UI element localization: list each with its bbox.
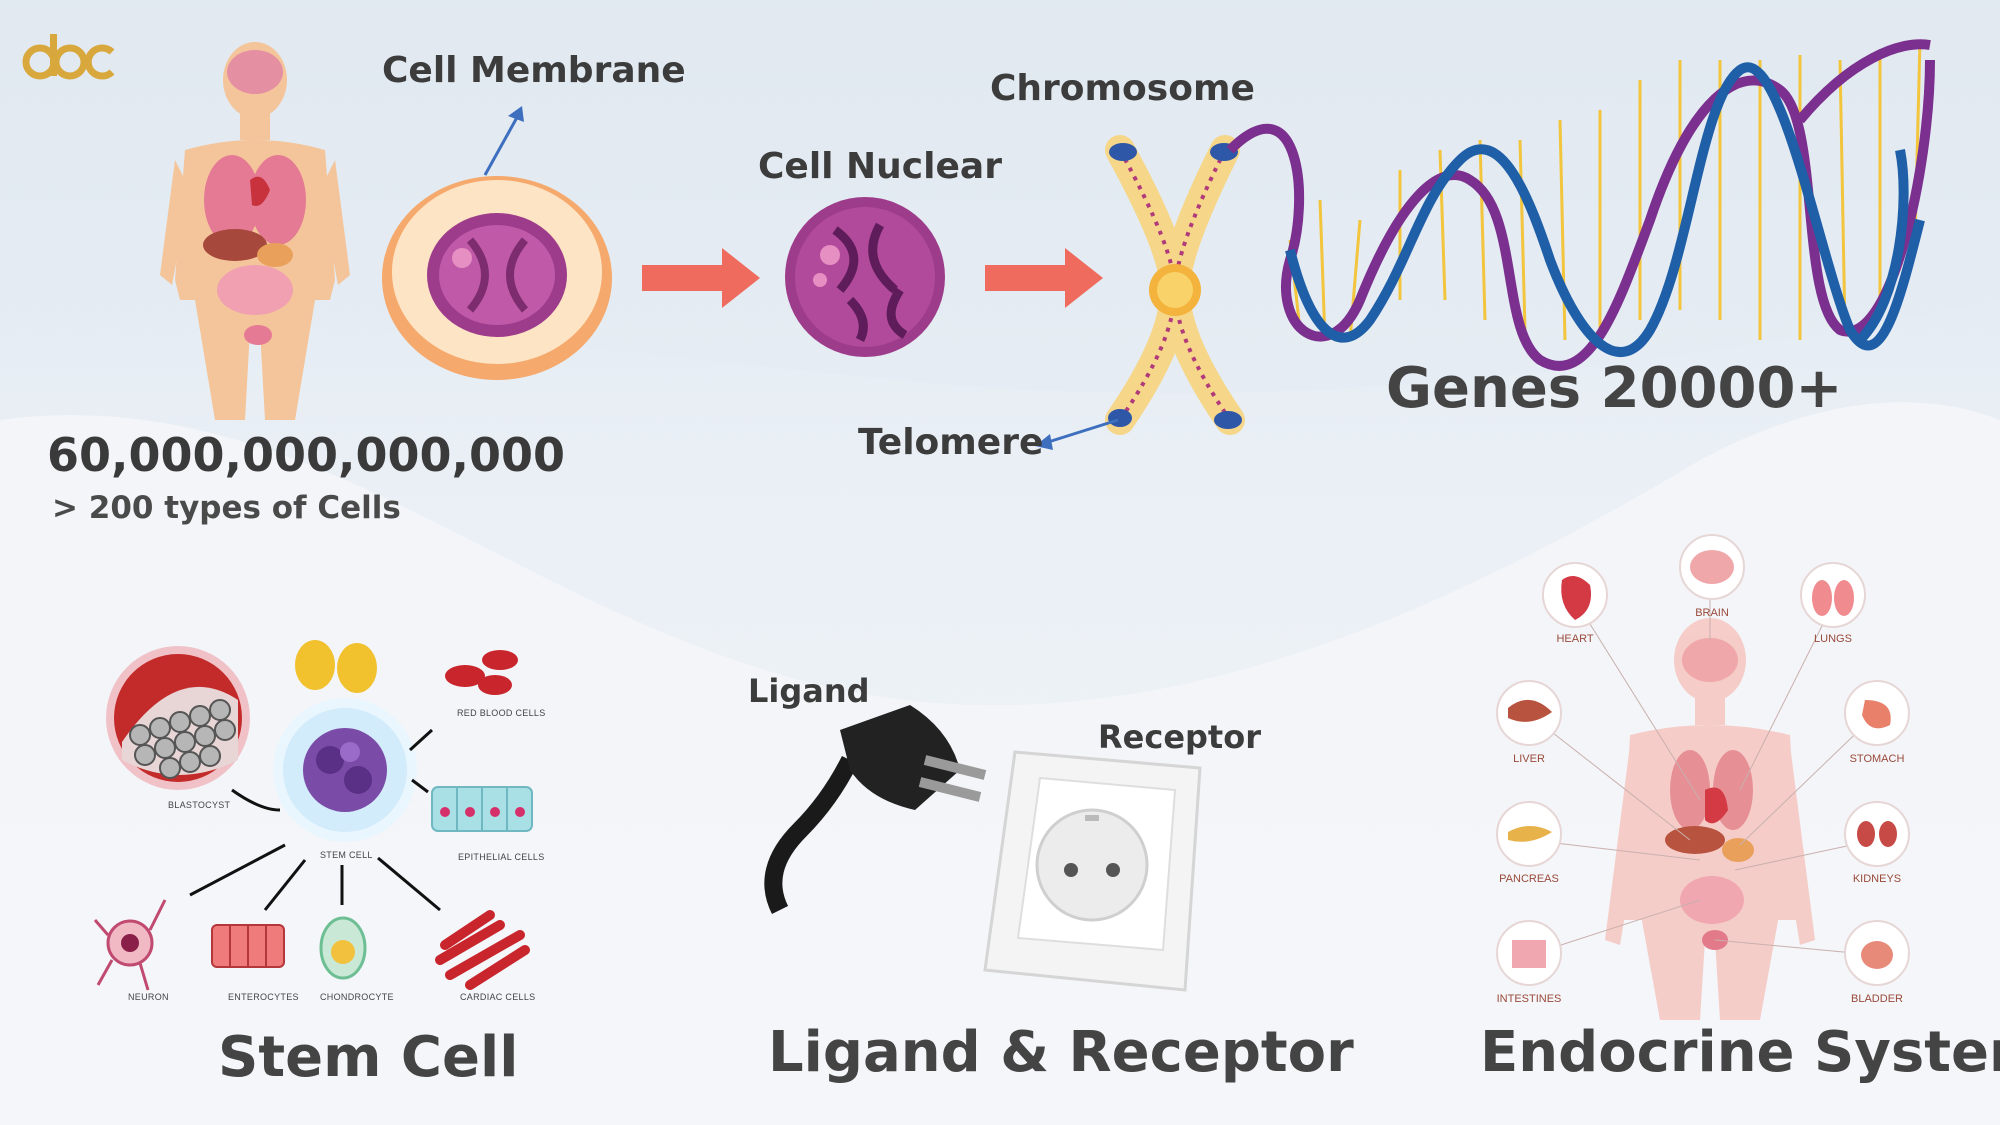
- stem-cell-diagram: [93, 640, 533, 991]
- endocrine-system-title: Endocrine System: [1480, 1020, 2000, 1085]
- bladder-label: BLADDER: [1851, 993, 1903, 1005]
- stem-cell-title: Stem Cell: [218, 1025, 519, 1090]
- enterocytes-icon: [211, 924, 285, 968]
- cardiac-cells-label: CARDIAC CELLS: [460, 992, 536, 1002]
- ligand-label: Ligand: [748, 672, 870, 710]
- epithelial-cells-icon: [431, 786, 533, 832]
- red-blood-cells-label: RED BLOOD CELLS: [457, 708, 546, 718]
- cell-nuclear-label: Cell Nuclear: [758, 146, 1002, 187]
- blastocyst-label: BLASTOCYST: [168, 800, 231, 810]
- plug-icon: [764, 705, 987, 915]
- enterocytes-label: ENTEROCYTES: [228, 992, 299, 1002]
- cell-types-label: > 200 types of Cells: [52, 490, 401, 526]
- cardiac-cells-icon: [435, 910, 530, 990]
- neuron-icon: [93, 899, 167, 991]
- receptor-label: Receptor: [1098, 718, 1261, 756]
- abc-logo: [22, 34, 115, 80]
- pancreas-label: PANCREAS: [1499, 873, 1559, 885]
- chromosome-label: Chromosome: [990, 68, 1255, 109]
- lungs-icon: [1800, 562, 1866, 628]
- dna-helix-icon: [1226, 39, 1935, 371]
- arrow-to-nucleus: [642, 248, 760, 308]
- ligand-receptor-title: Ligand & Receptor: [768, 1020, 1354, 1085]
- neuron-label: NEURON: [128, 992, 169, 1002]
- chondrocyte-icon: [319, 916, 367, 980]
- telomere-pointer-arrow: [1035, 418, 1119, 450]
- brain-label: BRAIN: [1695, 607, 1729, 619]
- arrow-to-chromosome: [985, 248, 1103, 308]
- cell-count-value: 60,000,000,000,000: [47, 428, 565, 482]
- cell-icon: [382, 176, 612, 380]
- kidneys-label: KIDNEYS: [1852, 873, 1902, 885]
- endocrine-diagram: [1496, 534, 1910, 1020]
- stem-cell-icon: [273, 698, 417, 842]
- epithelial-cells-label: EPITHELIAL CELLS: [458, 852, 545, 862]
- genes-count-label: Genes 20000+: [1386, 356, 1843, 421]
- red-blood-cells-icon: [445, 650, 518, 695]
- human-body-icon: [160, 42, 350, 420]
- cell-membrane-label: Cell Membrane: [382, 50, 686, 91]
- intestines-label: INTESTINES: [1496, 993, 1562, 1005]
- stomach-label: STOMACH: [1849, 753, 1905, 765]
- liver-label: LIVER: [1513, 753, 1545, 765]
- nucleus-icon: [785, 197, 945, 357]
- socket-icon: [983, 750, 1202, 992]
- stem-cell-label: STEM CELL: [320, 850, 373, 860]
- kidneys-icon: [1844, 801, 1910, 867]
- blastocyst-icon: [106, 646, 250, 790]
- chondrocyte-label: CHONDROCYTE: [320, 992, 394, 1002]
- membrane-pointer-arrow: [483, 106, 524, 176]
- chromosome-icon: [1105, 135, 1245, 435]
- heart-label: HEART: [1556, 633, 1594, 645]
- lungs-label: LUNGS: [1814, 633, 1852, 645]
- telomere-label: Telomere: [858, 422, 1044, 463]
